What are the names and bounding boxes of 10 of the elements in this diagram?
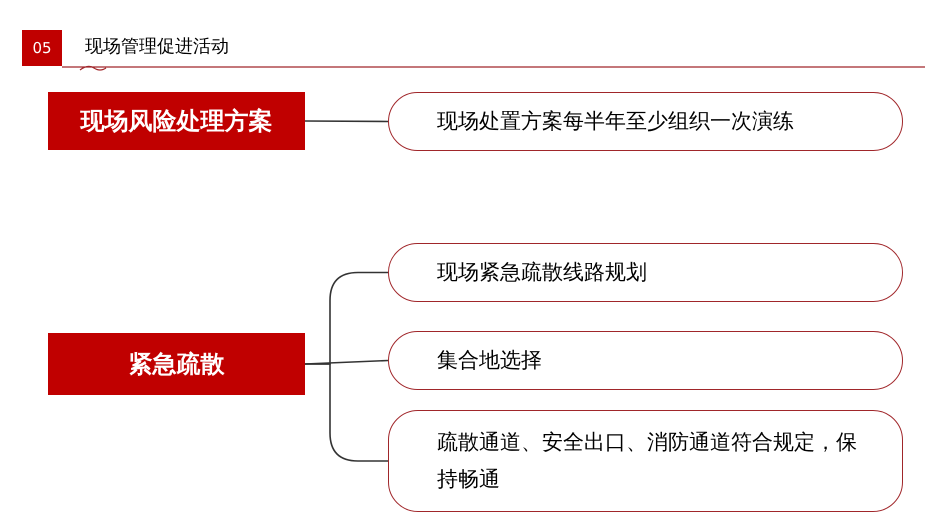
connector-line [305,363,388,462]
item-pill: 集合地选择 [388,331,903,390]
item-pill: 疏散通道、安全出口、消防通道符合规定，保持畅通 [388,410,903,512]
item-pill: 现场处置方案每半年至少组织一次演练 [388,92,903,151]
number-badge: 05 [22,30,62,66]
category-box: 紧急疏散 [48,333,305,395]
page-title: 现场管理促进活动 [85,35,229,59]
connector-line [305,120,388,122]
item-pill: 现场紧急疏散线路规划 [388,243,903,302]
category-box: 现场风险处理方案 [48,92,305,150]
